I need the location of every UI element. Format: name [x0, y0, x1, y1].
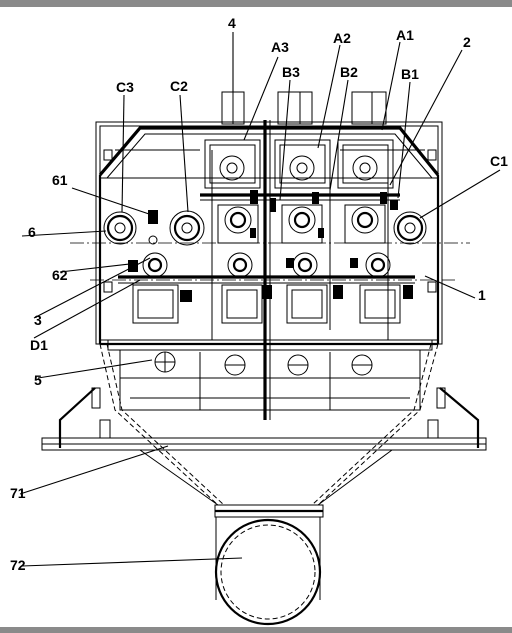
main-housing — [95, 121, 443, 351]
bottom-border-bar — [0, 627, 512, 633]
label-1: 1 — [478, 287, 486, 303]
discharge-row — [119, 349, 421, 411]
label-62: 62 — [52, 267, 68, 283]
label-61: 61 — [52, 172, 68, 188]
label-A1: A1 — [396, 27, 414, 43]
label-4: 4 — [228, 15, 236, 31]
lower-gear-units — [128, 252, 413, 324]
label-C2: C2 — [170, 78, 188, 94]
part-labels: 4 A3 A2 A1 2 B3 B2 B1 C3 C2 C1 61 6 62 3… — [10, 15, 508, 573]
label-D1: D1 — [30, 337, 48, 353]
label-72: 72 — [10, 557, 26, 573]
label-B1: B1 — [401, 66, 419, 82]
rollers — [103, 210, 427, 246]
leader-lines — [19, 32, 501, 567]
label-B2: B2 — [340, 64, 358, 80]
upper-gear-units — [204, 139, 398, 244]
base-and-hopper — [41, 343, 487, 626]
label-71: 71 — [10, 485, 26, 501]
divider-posts — [211, 120, 389, 420]
label-A3: A3 — [271, 39, 289, 55]
top-border-bar — [0, 0, 512, 7]
label-5: 5 — [34, 372, 42, 388]
label-3: 3 — [34, 312, 42, 328]
top-shafts — [221, 91, 387, 125]
label-6: 6 — [28, 224, 36, 240]
label-B3: B3 — [282, 64, 300, 80]
label-C1: C1 — [490, 153, 508, 169]
label-2: 2 — [463, 34, 471, 50]
label-C3: C3 — [116, 79, 134, 95]
label-A2: A2 — [333, 30, 351, 46]
